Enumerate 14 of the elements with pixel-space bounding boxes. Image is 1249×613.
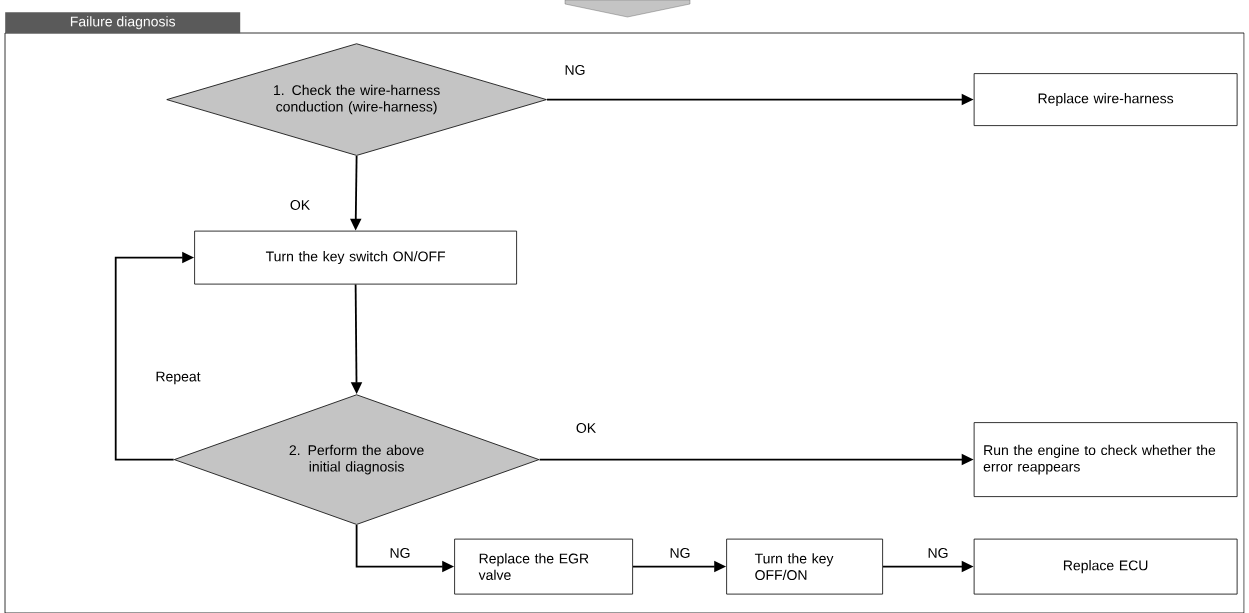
edge-label: NG [563,64,587,76]
edge-label: Repeat [154,370,202,386]
edge-label: NG [388,547,412,559]
process-box: Run the engine to check whether the error reappears [973,422,1238,497]
edge-label: OK [288,199,312,211]
process-box: Replace ECU [973,538,1238,595]
edge-label: OK [574,422,598,434]
process-box: Replace the EGR valve [454,538,633,595]
edge-label: NG [668,547,692,559]
section-tab: Failure diagnosis [5,12,241,34]
process-box: Turn the key switch ON/OFF [194,230,517,285]
process-box: Replace wire-harness [973,73,1238,126]
edge-label: NG [926,547,950,559]
process-box: Turn the key OFF/ON [726,538,883,595]
